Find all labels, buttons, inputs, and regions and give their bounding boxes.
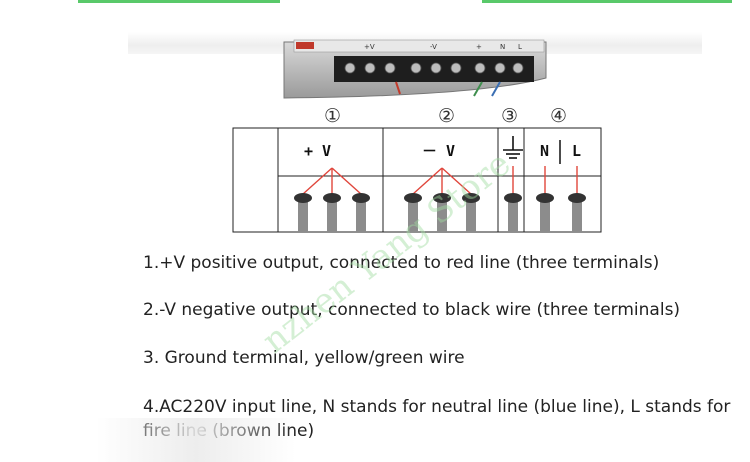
top-accent-rule-left [78, 0, 280, 3]
note-positive-output: 1.+V positive output, connected to red l… [143, 253, 660, 273]
photo-label-n: N [500, 43, 505, 51]
psu-brand-mark [296, 42, 314, 49]
photo-wire-blue [491, 81, 501, 97]
label-positive-v: + V [304, 142, 331, 160]
ground-icon [503, 136, 523, 159]
terminal-number-3: ③ [501, 105, 518, 127]
photo-label-ground: + [476, 43, 482, 51]
photo-label-l: L [518, 43, 522, 51]
label-neutral-n: N [540, 142, 549, 160]
red-wire-fan [302, 166, 578, 195]
note-ground-terminal: 3. Ground terminal, yellow/green wire [143, 348, 465, 368]
terminal-heads [294, 193, 586, 203]
photo-wire-red [395, 81, 401, 95]
terminal-posts [298, 200, 582, 232]
psu-label-strip [293, 39, 545, 53]
wiring-diagram: ① ② ③ ④ + V － V N L [232, 105, 602, 233]
terminal-screws [344, 62, 524, 74]
note-negative-output: 2.-V negative output, connected to black… [143, 300, 681, 320]
label-negative-v: － V [422, 142, 455, 160]
label-live-l: L [572, 142, 581, 160]
psu-terminal-photo: +V -V + N L [283, 39, 547, 99]
photo-label-plus-v: +V [364, 43, 375, 51]
bottom-shade [96, 418, 296, 462]
top-accent-rule-right [482, 0, 732, 3]
terminal-number-4: ④ [550, 105, 567, 127]
photo-label-minus-v: -V [430, 43, 437, 51]
terminal-number-1: ① [324, 105, 341, 127]
photo-wire-green [473, 81, 483, 97]
terminal-number-2: ② [438, 105, 455, 127]
